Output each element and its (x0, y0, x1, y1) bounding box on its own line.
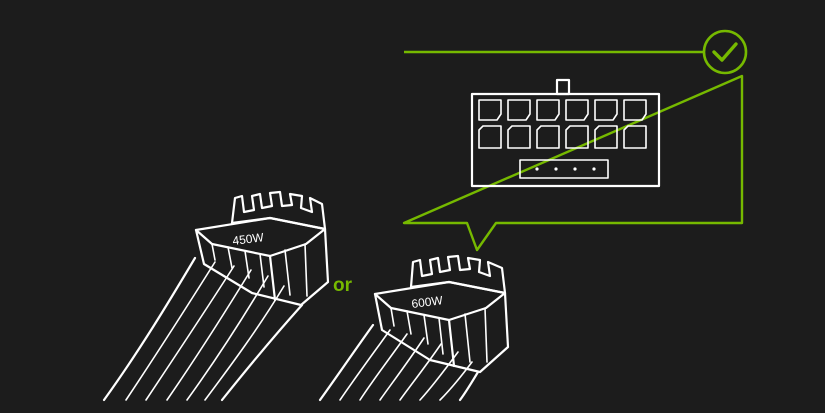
pin-row-top (478, 99, 647, 121)
pin-row-bottom (478, 125, 647, 149)
cable-bundle-left (102, 256, 304, 402)
connector-left-450w: 450W (102, 190, 330, 402)
callout-bubble (402, 50, 744, 252)
connector-right-600w: 600W (318, 254, 510, 402)
wattage-label-left: 450W (232, 230, 265, 248)
cable-bundle-right (318, 323, 480, 402)
sense-pin-block (519, 159, 609, 179)
wattage-label-right: 600W (411, 293, 444, 311)
checkmark-circle-icon (702, 29, 748, 75)
connector-port-front-view (470, 78, 661, 188)
or-separator-text: or (333, 275, 352, 296)
